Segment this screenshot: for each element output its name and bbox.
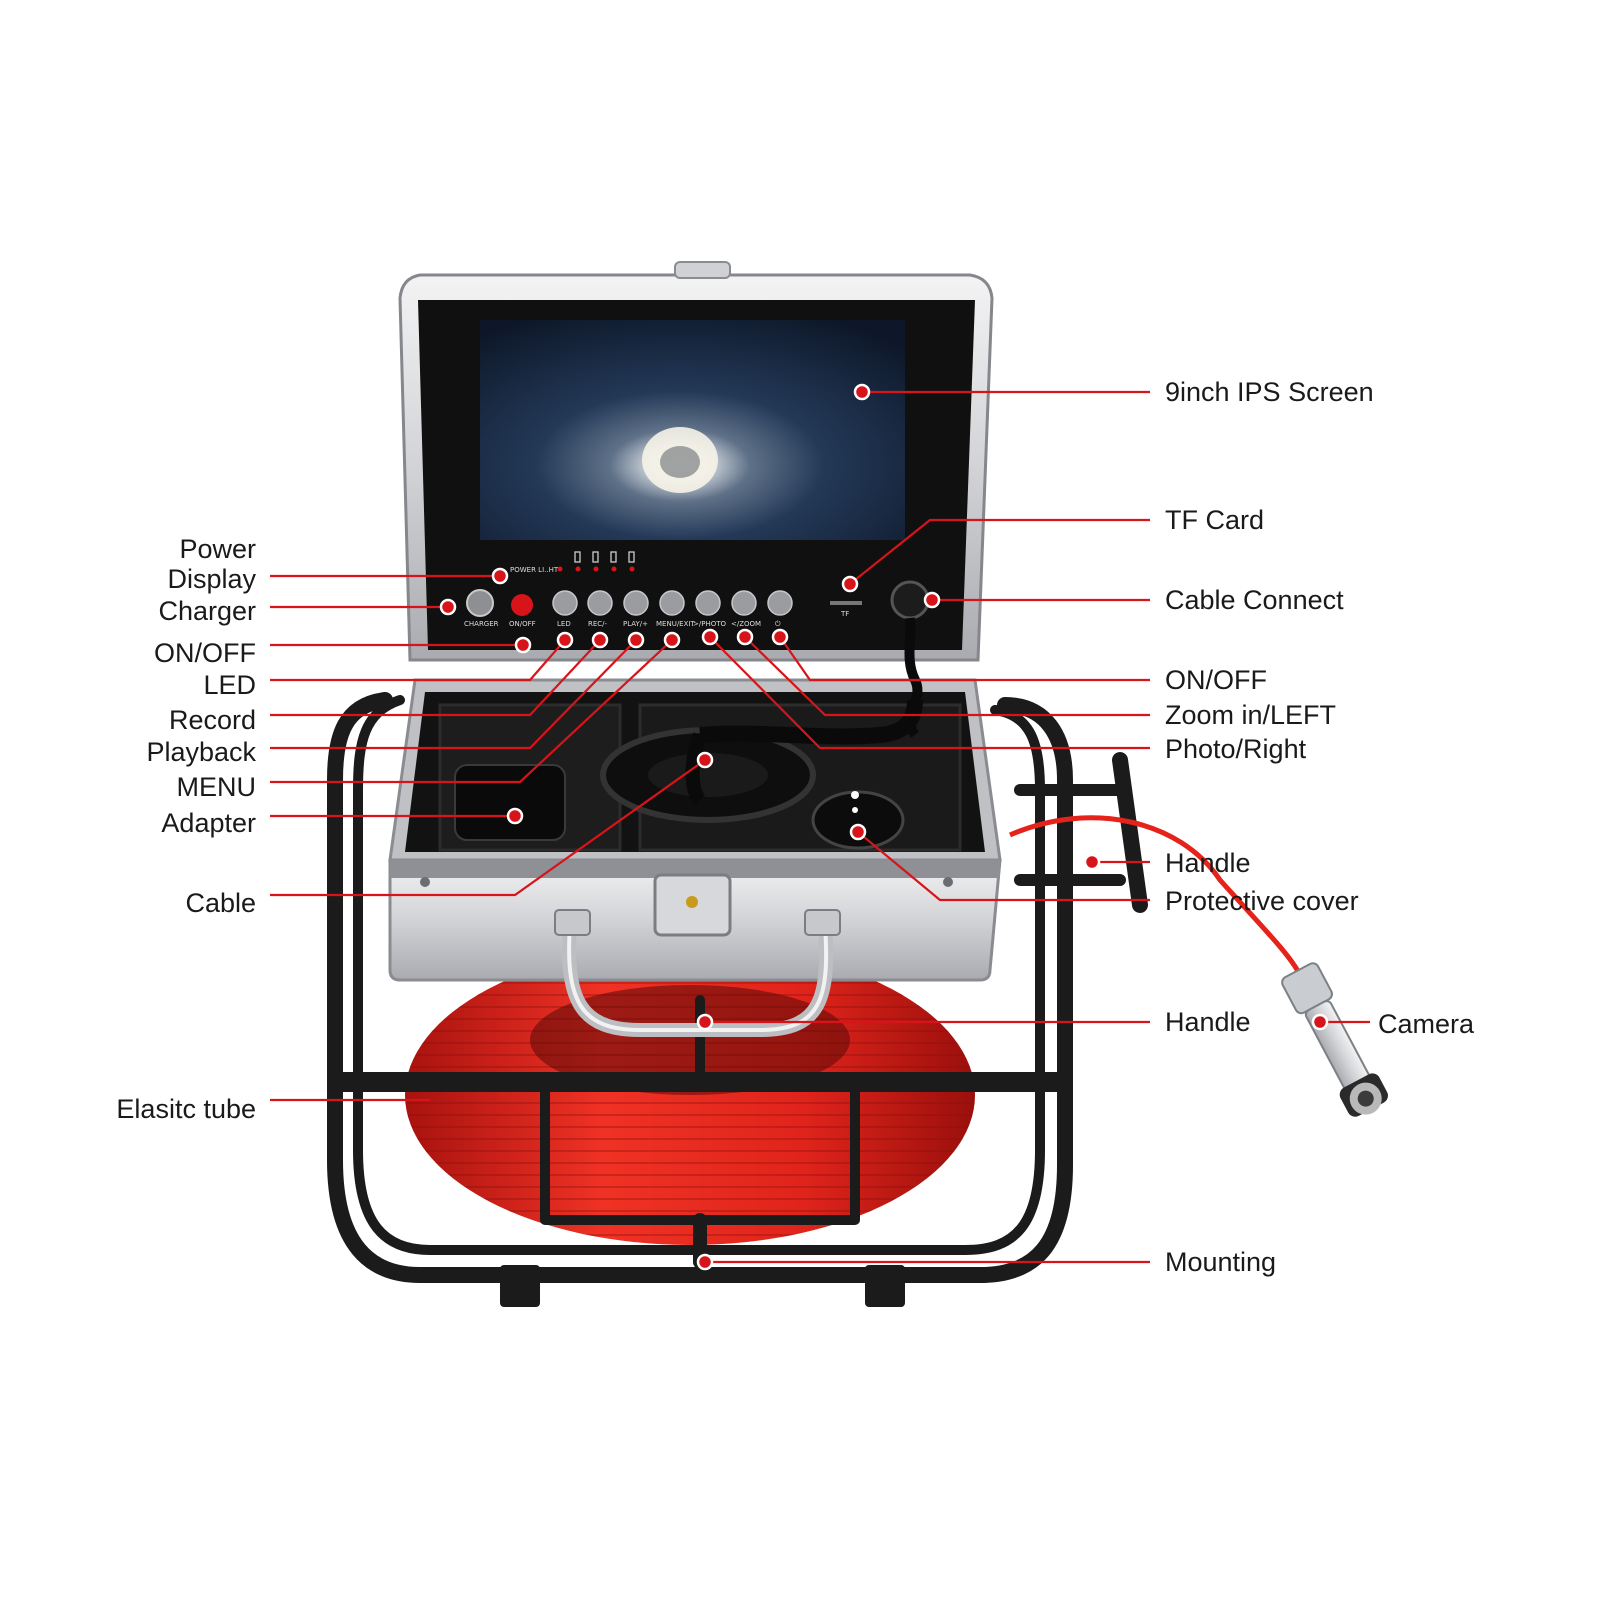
callout-lines: [270, 390, 1370, 1264]
label-cable-connect: Cable Connect: [1165, 585, 1344, 615]
label-photo-right: Photo/Right: [1165, 734, 1307, 764]
tf-card-slot[interactable]: [830, 601, 862, 605]
label-record: Record: [168, 705, 256, 735]
play-panel-text: PLAY/+: [623, 620, 648, 628]
tf-panel-text: TF: [840, 610, 849, 618]
battery-indicators: [557, 566, 635, 572]
cable-connector[interactable]: [890, 580, 930, 620]
label-mounting: Mounting: [1165, 1247, 1277, 1277]
label-cable: Cable: [185, 888, 256, 918]
label-on-off-right: ON/OFF: [1165, 665, 1267, 695]
label-handle-top: Handle: [1165, 848, 1251, 878]
menu-button[interactable]: [659, 590, 685, 616]
power-light-text: POWER LI..HT: [510, 566, 559, 574]
label-playback: Playback: [146, 737, 256, 767]
zoom-button[interactable]: [731, 590, 757, 616]
label-camera: Camera: [1378, 1009, 1475, 1039]
power-symbol-text: ⏻: [775, 620, 781, 628]
led-button[interactable]: [552, 590, 578, 616]
label-elastic-tube: Elasitc tube: [116, 1094, 256, 1124]
label-charger: Charger: [158, 596, 256, 626]
label-handle-bottom: Handle: [1165, 1007, 1251, 1037]
probe-cable: [1008, 815, 1303, 977]
photo-button[interactable]: [695, 590, 721, 616]
mounting-frame: [327, 692, 1148, 1283]
mounting-feet: [500, 1265, 905, 1307]
power-button[interactable]: [767, 590, 793, 616]
ips-screen: [480, 320, 905, 540]
zoom-panel-text: </ZOOM: [731, 620, 761, 628]
charger-panel-text: CHARGER: [464, 620, 499, 628]
case-bottom: [388, 678, 1002, 1037]
label-zoom-left: Zoom in/LEFT: [1165, 700, 1337, 730]
label-protective-cover: Protective cover: [1165, 886, 1359, 916]
photo-panel-text: >/PHOTO: [693, 620, 726, 628]
rec-button[interactable]: [587, 590, 613, 616]
menu-panel-text: MENU/EXIT: [656, 620, 695, 628]
callout-dots: [439, 383, 1329, 1271]
play-button[interactable]: [623, 590, 649, 616]
cable-reel: [405, 945, 975, 1245]
label-power-display-line1: Power: [179, 534, 256, 564]
label-tf-card: TF Card: [1165, 505, 1265, 535]
label-menu: MENU: [176, 772, 257, 802]
charger-port[interactable]: [466, 589, 494, 617]
led-panel-text: LED: [557, 620, 571, 628]
label-led: LED: [203, 670, 256, 700]
on-off-panel-text: ON/OFF: [509, 620, 536, 628]
label-on-off-left: ON/OFF: [154, 638, 256, 668]
label-power-display-line2: Display: [167, 564, 256, 594]
rec-panel-text: REC/-: [588, 620, 608, 628]
label-adapter: Adapter: [161, 808, 256, 838]
label-screen: 9inch IPS Screen: [1165, 377, 1374, 407]
camera-head: [1281, 962, 1388, 1117]
on-off-switch[interactable]: [511, 594, 533, 616]
